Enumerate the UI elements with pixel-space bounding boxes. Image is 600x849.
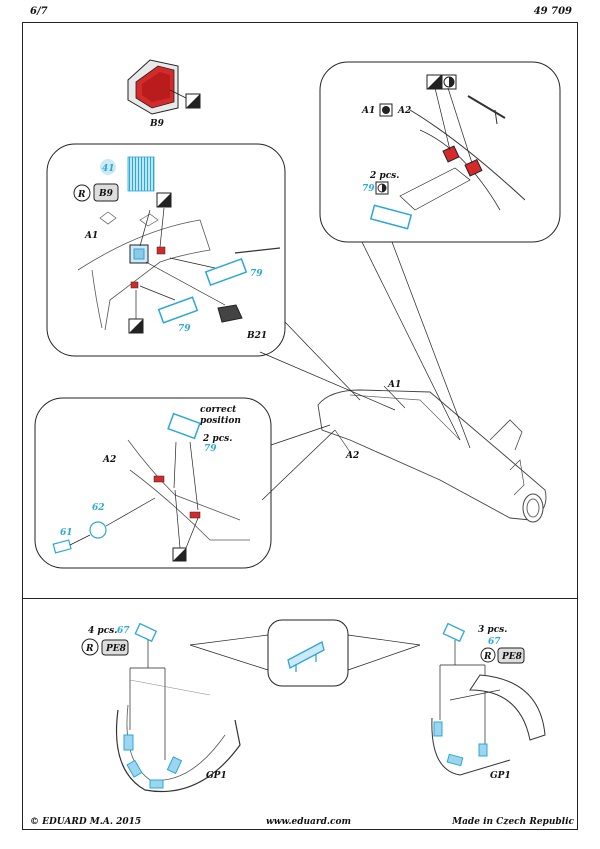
a1-top-label: A1	[361, 106, 375, 116]
page-number: 6/7	[30, 6, 48, 17]
two-pcs-top-label: 2 pcs.	[369, 171, 399, 181]
pe8-left-label: PE8	[105, 644, 127, 654]
canopy-callout-right: A1 A2 2 pcs. 79	[319, 61, 561, 243]
canopy-section-left: 4 pcs. 67 R PE8 GP1	[81, 622, 241, 793]
part-79-number-mid: 79	[204, 444, 217, 454]
part-67-number-left: 67	[117, 626, 130, 636]
set-number: 49 709	[533, 6, 572, 17]
gp1-left-label: GP1	[206, 771, 227, 781]
paint-hatch-icon	[157, 193, 171, 207]
part-62-number: 62	[92, 503, 105, 513]
canopy-section-right: 3 pcs. 67 R PE8 GP1	[431, 622, 546, 781]
footer-copyright: © EDUARD M.A. 2015	[30, 817, 142, 827]
a1-left-label: A1	[84, 231, 98, 241]
canopy-detail-center	[189, 619, 421, 687]
four-pcs-label: 4 pcs.	[88, 626, 117, 636]
a1-fuselage-label: A1	[387, 380, 401, 390]
correct-position-label-2: position	[200, 416, 241, 426]
correct-position-label-1: correct	[200, 405, 237, 415]
callout-leader-lines	[259, 241, 471, 501]
part-79-number-top: 79	[362, 184, 375, 194]
a2-top-label: A2	[397, 106, 411, 116]
fuselage-drawing: A1 A2	[317, 380, 547, 523]
footer-origin: Made in Czech Republic	[452, 817, 574, 827]
page-frame	[22, 22, 578, 830]
b9-part: B9	[127, 59, 201, 129]
hud-callout-lower: correct position 2 pcs. 79 A2 62 61	[34, 397, 272, 569]
r-symbol-left: R	[77, 190, 86, 200]
b21-label: B21	[246, 331, 267, 341]
part-61-number: 61	[60, 528, 73, 538]
gp1-right-label: GP1	[490, 771, 511, 781]
part-79-number-b: 79	[178, 324, 191, 334]
pe8-right-label: PE8	[501, 652, 523, 662]
r-symbol-bottom-right: R	[483, 652, 492, 662]
section-divider	[22, 598, 578, 599]
b9-top-label: B9	[149, 119, 165, 129]
cockpit-callout-left: 41 R B9 A1 79 79 B21	[46, 143, 286, 357]
b9-reference-label: B9	[98, 189, 114, 199]
a2-fuselage-label: A2	[345, 451, 359, 461]
three-pcs-label: 3 pcs.	[478, 625, 507, 635]
two-pcs-mid-label: 2 pcs.	[202, 434, 232, 444]
part-67-number-right: 67	[488, 637, 501, 647]
part-79-number-a: 79	[250, 269, 263, 279]
pe-fret-41	[127, 156, 155, 192]
a2-lower-label: A2	[102, 455, 116, 465]
footer-website[interactable]: www.eduard.com	[266, 817, 352, 827]
part-41-number: 41	[102, 164, 115, 174]
r-symbol-bottom-left: R	[85, 644, 94, 654]
